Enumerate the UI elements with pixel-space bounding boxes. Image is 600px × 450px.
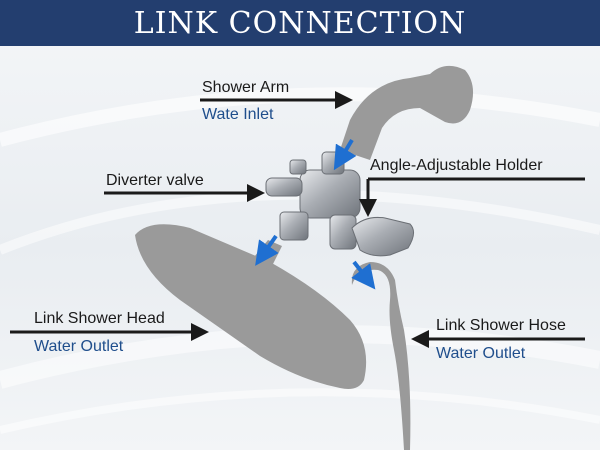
title-banner: LINK CONNECTION: [0, 0, 600, 46]
page-title: LINK CONNECTION: [133, 5, 467, 41]
shower-hose-label: Link Shower Hose: [436, 317, 566, 334]
shower-head-sublabel: Water Outlet: [34, 338, 124, 355]
shower-head-label: Link Shower Head: [34, 310, 165, 327]
shower-arm-sublabel: Wate Inlet: [202, 106, 274, 123]
holder-label: Angle-Adjustable Holder: [370, 157, 543, 174]
diverter-valve-label: Diverter valve: [106, 172, 204, 189]
shower-arm-label: Shower Arm: [202, 79, 290, 96]
shower-hose-sublabel: Water Outlet: [436, 345, 526, 362]
